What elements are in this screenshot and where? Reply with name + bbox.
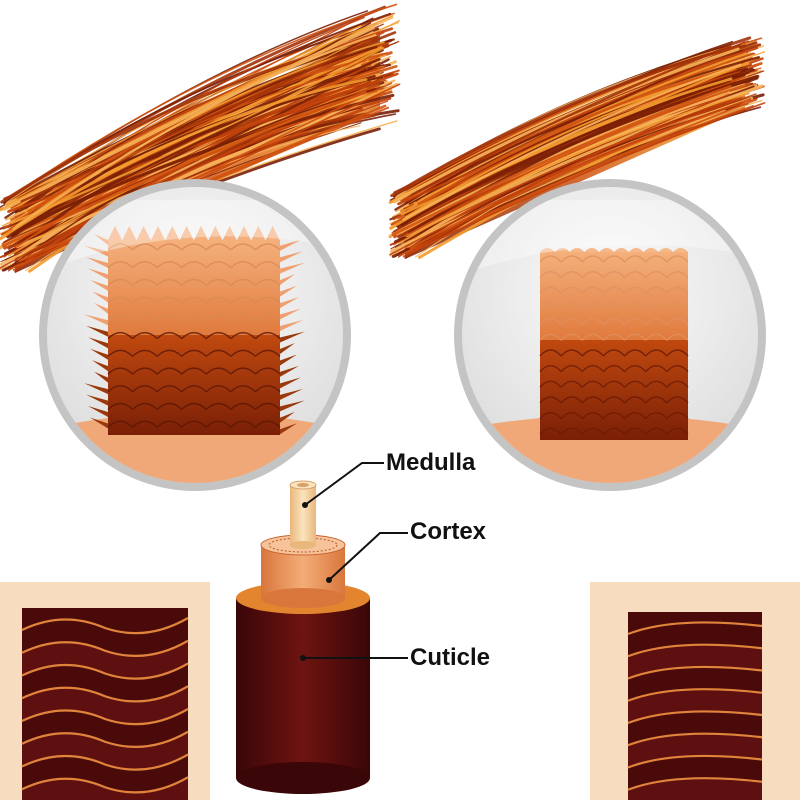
medulla-leader [304, 462, 384, 506]
label-cortex: Cortex [410, 518, 487, 545]
damaged-hair-shaft [84, 226, 305, 435]
cortex-leader [328, 532, 408, 581]
cuticle-layer [236, 582, 370, 794]
healthy-hair-shaft [539, 248, 689, 440]
label-cuticle: Cuticle [410, 644, 491, 671]
hair-tuft-damaged [0, 3, 401, 273]
leader-lines [300, 462, 408, 661]
medulla-core [289, 480, 317, 549]
cuticle-scales-healthy [590, 582, 800, 800]
cortex-layer [260, 534, 346, 608]
magnifier-healthy-hair [454, 179, 766, 491]
magnifier-damaged-hair [39, 179, 351, 491]
cuticle-scales-damaged [0, 582, 210, 800]
label-medulla: Medulla [386, 449, 476, 476]
hair-tuft-healthy [388, 36, 766, 259]
hair-cross-section [236, 480, 370, 794]
